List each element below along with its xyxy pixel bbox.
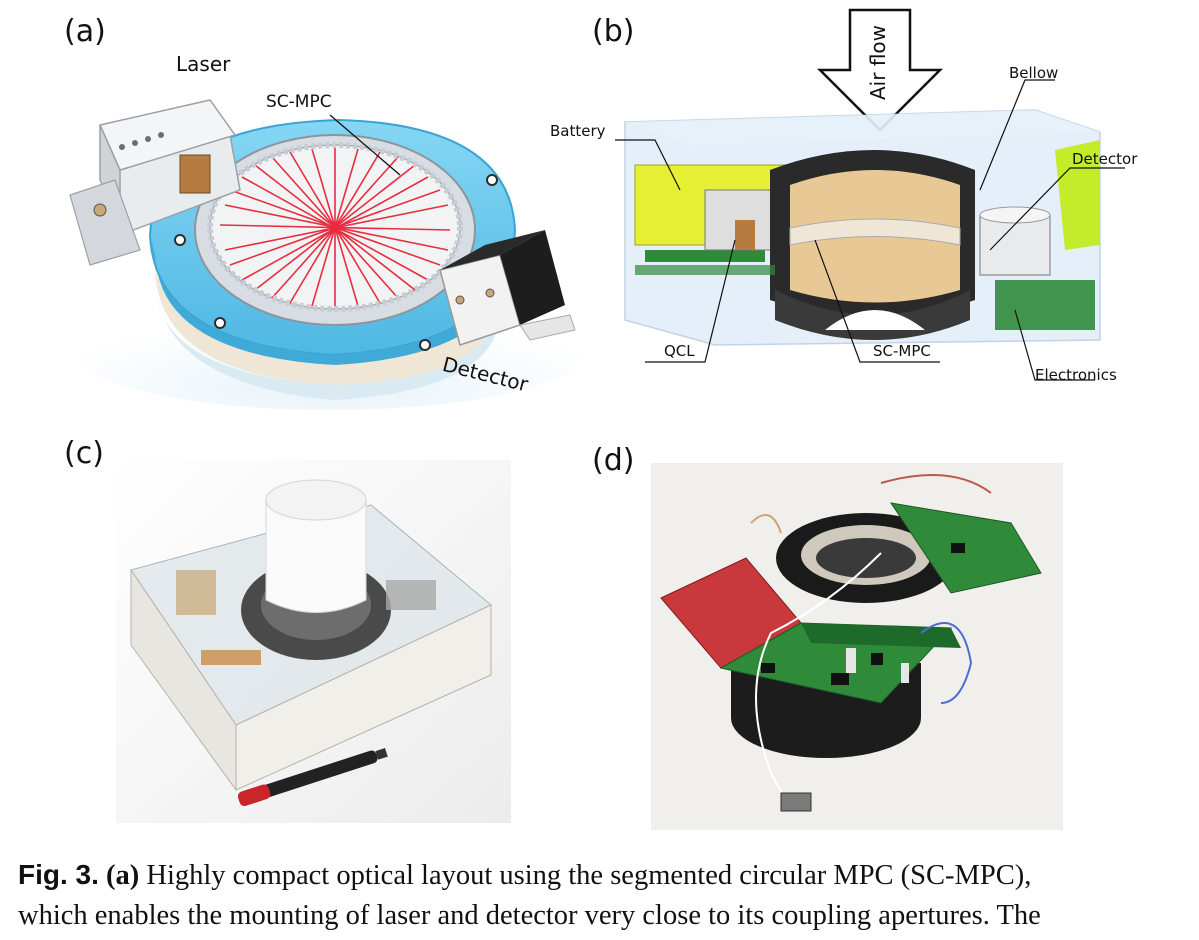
label-battery: Battery (550, 122, 606, 140)
label-electronics: Electronics (1035, 366, 1117, 384)
label-laser: Laser (176, 52, 231, 76)
panel-b-letter: (b) (592, 14, 635, 49)
caption-line-2: which enables the mounting of laser and … (18, 900, 1041, 931)
label-scmpc-b: SC-MPC (873, 342, 931, 360)
panel-a-illustration (69, 99, 580, 410)
figure-caption: Fig. 3. (a) Highly compact optical layou… (18, 855, 1183, 936)
label-scmpc-a: SC-MPC (266, 92, 332, 112)
panel-c-photo (116, 460, 511, 823)
label-bellow: Bellow (1009, 64, 1059, 82)
panel-d-letter: (d) (592, 443, 635, 478)
caption-line-1-text: Highly compact optical layout using the … (139, 860, 1032, 891)
caption-figure-label: Fig. 3. (18, 859, 99, 890)
airflow-arrow (816, 8, 944, 132)
panel-a-letter: (a) (64, 14, 106, 49)
panel-d-photo (651, 463, 1063, 830)
label-airflow: Air flow (866, 24, 890, 100)
label-qcl: QCL (664, 342, 695, 360)
panel-b-illustration (615, 8, 1125, 381)
label-detector-b: Detector (1072, 150, 1138, 168)
caption-line-1: Fig. 3. (a) Highly compact optical layou… (18, 855, 1183, 896)
panel-c-letter: (c) (64, 436, 104, 471)
caption-panel-ref: (a) (106, 860, 140, 891)
